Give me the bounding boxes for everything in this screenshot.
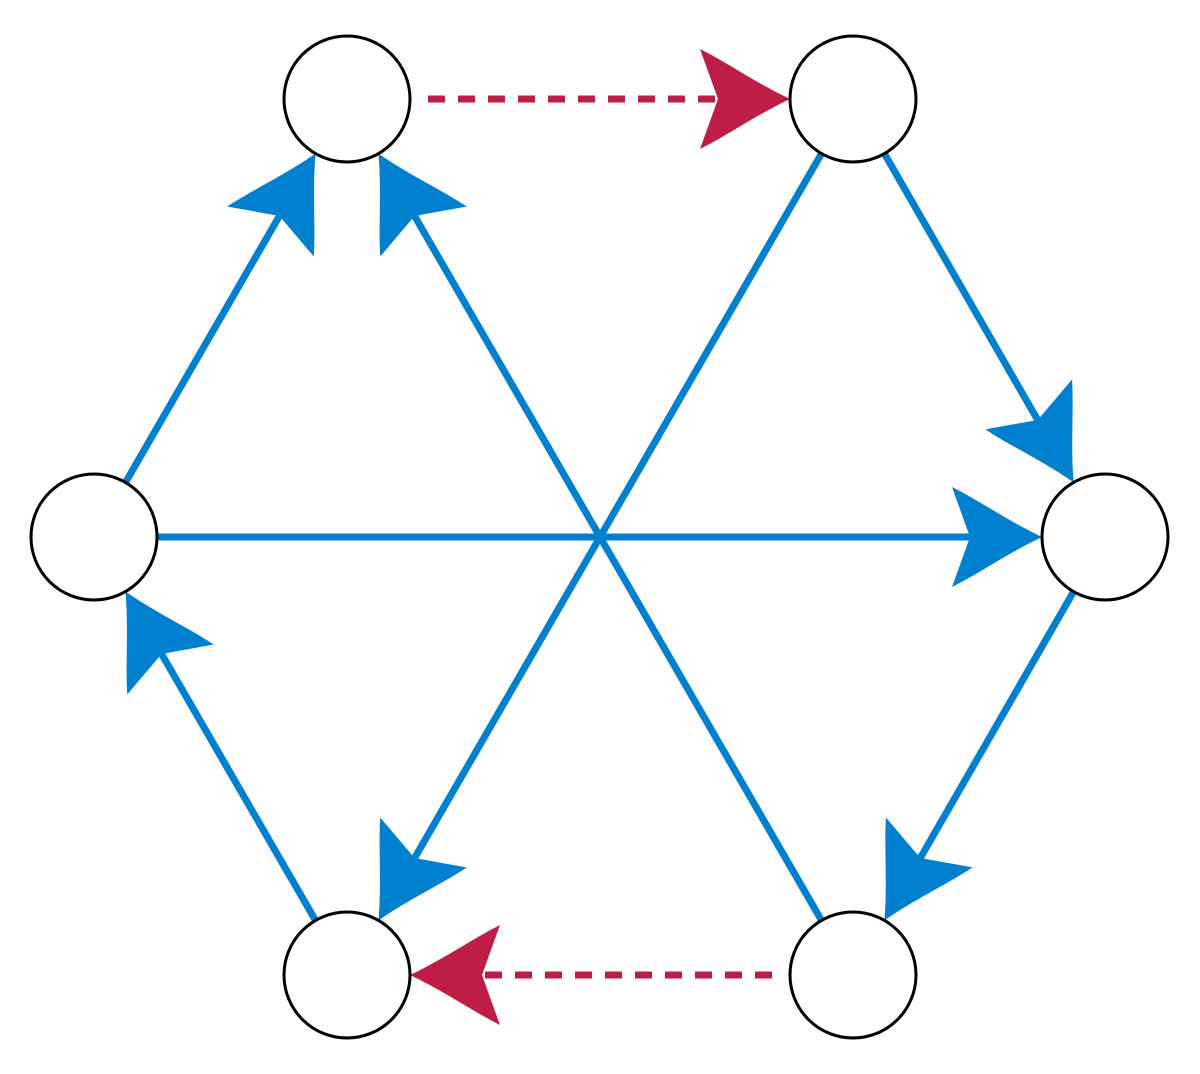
node-bottom-right [788,910,918,1040]
arrowhead-icon [227,153,316,257]
edge-top-left-to-top-right [428,49,790,149]
edge-left-to-top-left [122,153,316,485]
arrowhead-icon [985,379,1074,483]
arrowhead-icon [884,817,973,921]
nodes-layer [29,34,1170,1040]
solid-edge-line [915,589,1077,864]
arrowhead-icon [378,817,467,921]
edge-bottom-right-to-top-left [378,153,825,923]
edge-left-to-right [157,487,1042,587]
node-right [1040,472,1170,602]
arrowhead-icon [952,487,1042,587]
node-bottom-left [282,910,412,1040]
edge-top-right-to-right [881,151,1074,483]
solid-edge-line [409,210,825,923]
solid-edge-line [122,210,285,485]
edges-layer [122,49,1077,1025]
solid-edge-line [881,151,1043,426]
node-top-right [788,34,918,164]
arrowhead-icon [410,925,500,1025]
edge-bottom-right-to-bottom-left [410,925,772,1025]
node-left [29,472,159,602]
edge-bottom-left-to-left [125,591,319,923]
edge-right-to-bottom-right [884,589,1077,921]
solid-edge-line [156,648,319,923]
edge-top-right-to-bottom-left [378,151,825,921]
arrowhead-icon [378,153,467,257]
node-top-left [282,34,412,164]
solid-edge-line [409,151,825,864]
arrowhead-icon [125,591,214,695]
arrowhead-icon [700,49,790,149]
